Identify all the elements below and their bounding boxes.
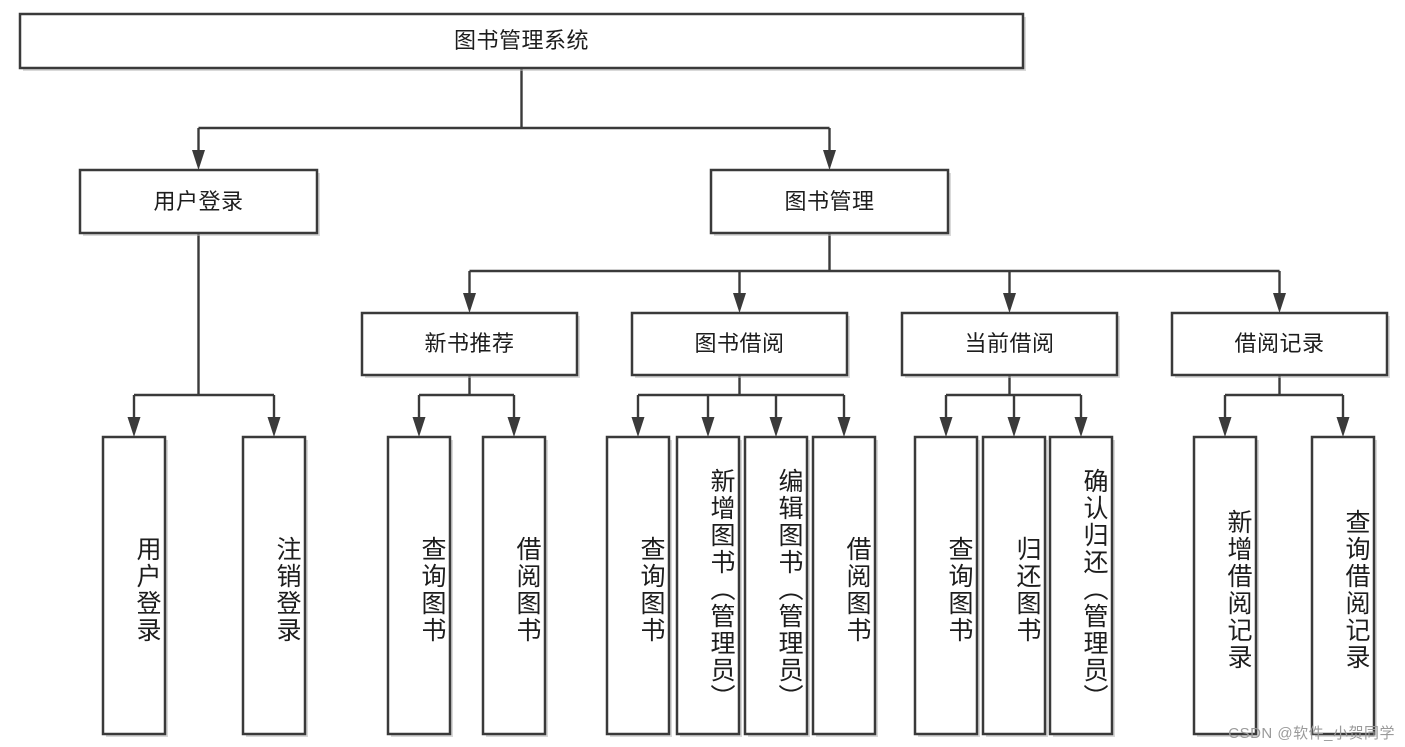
node-box-leaf_3[interactable] (386, 435, 452, 736)
node-box-leaf_5[interactable] (605, 435, 671, 736)
connector-arrow-icon (412, 417, 426, 437)
node-box-leaf_9[interactable] (913, 435, 979, 736)
node-box-new_rec[interactable] (360, 311, 579, 377)
connector-arrow-icon (1074, 417, 1088, 437)
node-box-cur_borrow[interactable] (900, 311, 1119, 377)
node-box-leaf_1[interactable] (101, 435, 167, 736)
connector-arrow-icon (701, 417, 715, 437)
node-box-leaf_11[interactable] (1048, 435, 1114, 736)
connector-arrow-icon (733, 293, 746, 313)
connector-arrow-icon (939, 417, 953, 437)
node-box-leaf_2[interactable] (241, 435, 307, 736)
connector-arrow-icon (1336, 417, 1350, 437)
node-box-leaf_8[interactable] (811, 435, 877, 736)
node-box-leaf_13[interactable] (1310, 435, 1376, 736)
node-box-user_login[interactable] (78, 168, 319, 235)
node-box-leaf_12[interactable] (1192, 435, 1258, 736)
node-box-root[interactable] (18, 12, 1025, 70)
connector-arrow-icon (1003, 293, 1016, 313)
connector-arrow-icon (463, 293, 476, 313)
connector-arrow-icon (127, 417, 141, 437)
connector-arrow-icon (1007, 417, 1021, 437)
connector-arrow-icon (507, 417, 521, 437)
connector-arrow-icon (823, 150, 836, 170)
watermark-text: CSDN @软件_小贺同学 (1228, 725, 1395, 742)
node-box-leaf_6[interactable] (675, 435, 741, 736)
node-box-borrow_log[interactable] (1170, 311, 1389, 377)
connector-arrow-icon (1273, 293, 1286, 313)
node-box-book_borrow[interactable] (630, 311, 849, 377)
connector-arrow-icon (631, 417, 645, 437)
connector-arrow-icon (1218, 417, 1232, 437)
connector-arrow-icon (837, 417, 851, 437)
node-box-leaf_4[interactable] (481, 435, 547, 736)
connector-arrow-icon (769, 417, 783, 437)
node-box-leaf_10[interactable] (981, 435, 1047, 736)
connector-arrow-icon (192, 150, 205, 170)
node-box-book_mgmt[interactable] (709, 168, 950, 235)
node-box-leaf_7[interactable] (743, 435, 809, 736)
connector-arrow-icon (267, 417, 281, 437)
